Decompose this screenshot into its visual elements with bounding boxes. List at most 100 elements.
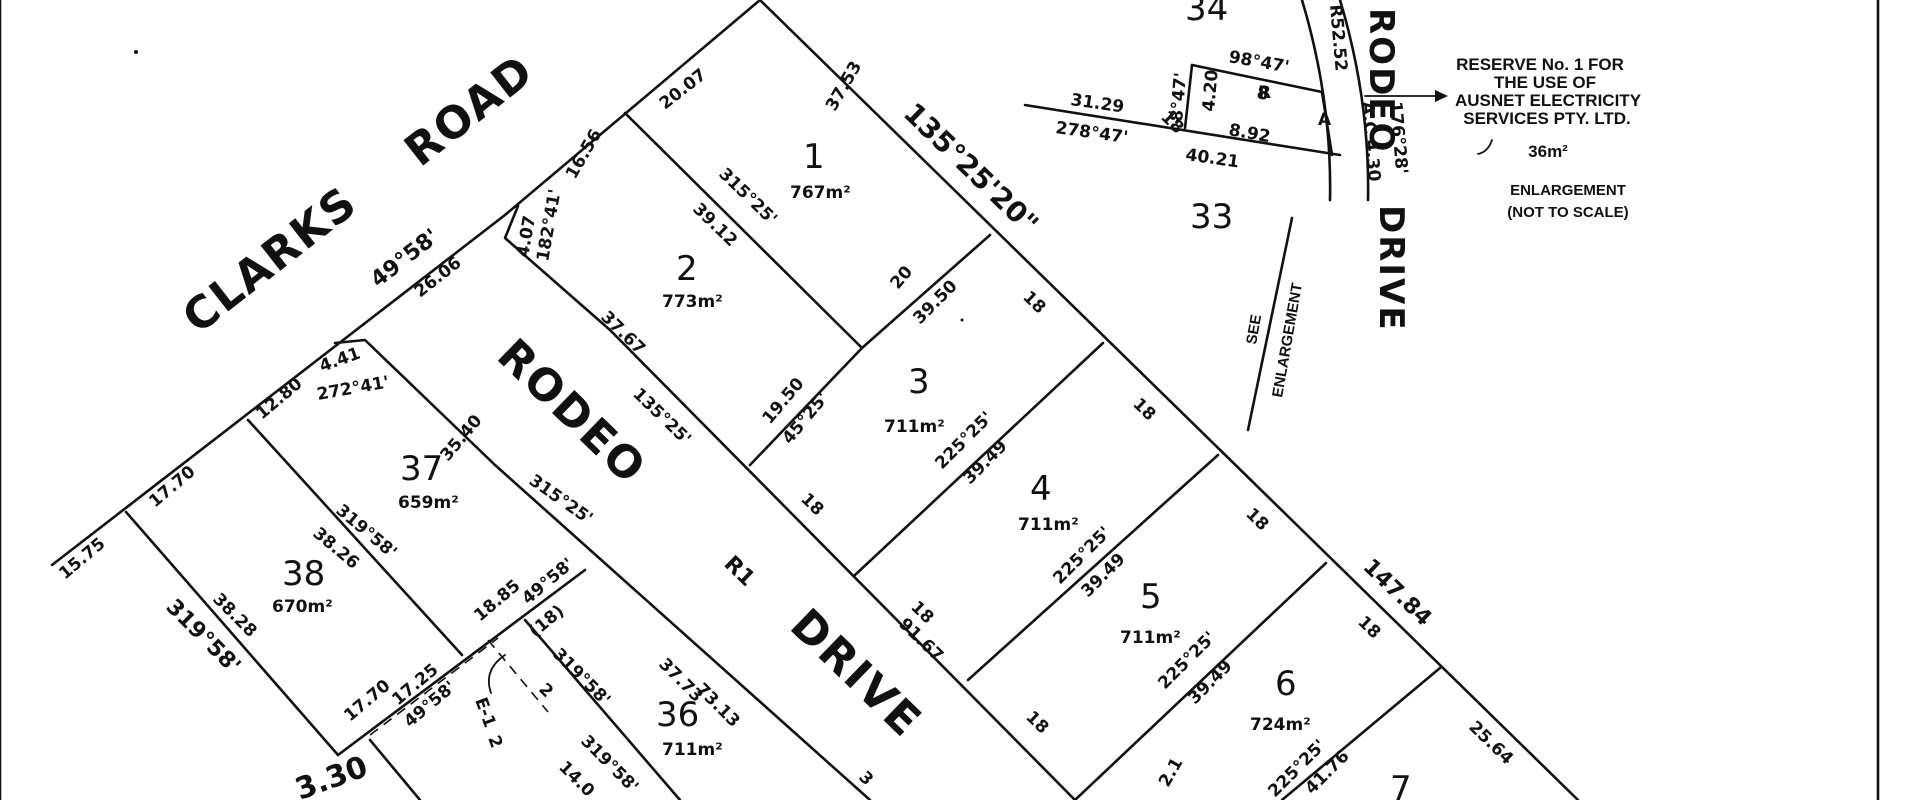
dim-brg-8: 8°47': [1167, 72, 1191, 123]
dim-18-e: 18: [797, 489, 828, 520]
east-boundary: [758, 0, 1580, 800]
dim-lot38-sub-b: E-1: [470, 695, 499, 731]
lot-33-number: 33: [1190, 197, 1233, 237]
dim-18-c: 18: [1242, 504, 1273, 535]
lot-2-number: 2: [676, 249, 698, 289]
inset-rodeo-arc-east: [1338, 0, 1370, 202]
lot-3-area: 711m²: [884, 417, 945, 437]
dim-18-d: 18: [1354, 612, 1385, 643]
road-reserve-label: R1: [719, 551, 760, 591]
dim-18-g: 18: [1022, 707, 1053, 738]
dim-brg-278: 278°47': [1054, 118, 1129, 148]
lot-36-number: 36: [656, 695, 699, 735]
reserve-note-line3: AUSNET ELECTRICITY: [1455, 91, 1642, 110]
scan-speck: [134, 50, 138, 54]
lot-5-area: 711m²: [1120, 628, 1181, 648]
lot-4-area: 711m²: [1018, 515, 1079, 535]
lot-1-3-boundary: [860, 233, 992, 350]
enlargement-scale-note: (NOT TO SCALE): [1507, 204, 1628, 221]
lot-36-area: 711m²: [662, 740, 723, 760]
dim-lot36-front: 18.85: [470, 576, 524, 626]
see-enlargement-line1: SEE: [1243, 313, 1265, 346]
lot-6-number: 6: [1275, 664, 1297, 704]
dim-lot37-trunc: 4.41: [317, 344, 363, 377]
dim-rodeo-top-len: R52.52: [1325, 4, 1351, 72]
inset-reserve-west: [1183, 63, 1194, 130]
lot-5-number: 5: [1140, 577, 1162, 617]
dim-lot2-depth: 37.67: [597, 307, 650, 359]
lot-6-7-boundary: [1280, 666, 1442, 800]
reserve-lot-r-label: R: [1258, 83, 1271, 103]
dim-20: 20: [887, 262, 918, 293]
lot-37-number: 37: [400, 449, 443, 489]
lot-1-number: 1: [803, 137, 825, 177]
dim-lot2-front-b: 16.56: [562, 126, 606, 183]
road-road-label: ROAD: [395, 45, 544, 177]
dim-lot36-f: 14.0: [554, 757, 598, 800]
lot-5-6-boundary: [1073, 561, 1328, 800]
dim-bottom-b: 3: [854, 767, 877, 790]
dim-bottom-a: 3.30: [291, 749, 373, 800]
reserve-lot-a-label: A: [1318, 110, 1332, 130]
road-clarks-label: CLARKS: [173, 177, 367, 344]
dim-len-4021: 40.21: [1184, 145, 1240, 172]
lot-34-number: 34: [1185, 0, 1228, 29]
easement-line-2: [487, 639, 549, 713]
dim-lot7-side: 25.64: [1465, 717, 1518, 769]
road-rodeo-top-label: RODEO: [1361, 8, 1401, 153]
lot-labels: 1 767m² 2 773m² 3 711m² 4 711m² 5 711m² …: [272, 0, 1412, 800]
dim-zoom-8: 8: [1255, 83, 1270, 105]
lot-37-area: 659m²: [398, 493, 459, 513]
dim-lot36-d: 2: [534, 679, 557, 702]
dim-east-low: 2.1: [1155, 754, 1187, 790]
rodeo-drive-north-side: [608, 328, 1077, 800]
dim-lot37-front: 12.80: [252, 374, 306, 424]
reserve-note: RESERVE No. 1 FOR THE USE OF AUSNET ELEC…: [1455, 55, 1642, 221]
reserve-note-area: 36m²: [1528, 142, 1568, 161]
dim-18-b: 18: [1129, 394, 1160, 425]
reserve-tick: [1477, 139, 1493, 155]
see-enlargement-leader: [1246, 216, 1294, 432]
reserve-note-line1: RESERVE No. 1 FOR: [1456, 55, 1624, 74]
lot-6-area: 724m²: [1250, 715, 1311, 735]
lot-36-west-boundary: [523, 618, 682, 800]
lot-35-boundary: [368, 738, 422, 800]
reserve-note-line2: THE USE OF: [1494, 73, 1596, 92]
dim-brg-176: 176°28': [1385, 101, 1411, 175]
lot-38-area: 670m²: [272, 597, 333, 617]
reserve-leader-arrowhead: [1435, 90, 1448, 102]
scan-speck: [960, 318, 964, 322]
rodeo-drive-south-side: [333, 338, 872, 800]
dim-len-892: 8.92: [1227, 120, 1272, 147]
dim-lot36-c: 319°58': [548, 644, 614, 710]
boundary-lines: [50, 0, 1580, 800]
dim-lot36-total: 73.13: [691, 679, 743, 731]
lot-4-number: 4: [1030, 469, 1052, 509]
lot-38-west-boundary: [124, 510, 340, 757]
lot-1-2-boundary: [623, 111, 864, 350]
lot-38-number: 38: [282, 554, 325, 594]
lot-3-number: 3: [908, 362, 930, 402]
rodeo-truncation-north: [503, 204, 612, 332]
lot-2-3-boundary: [748, 346, 864, 467]
dim-18-a: 18: [1019, 287, 1050, 318]
reserve-note-line4: SERVICES PTY. LTD.: [1463, 109, 1631, 128]
inset-rodeo-arc-west: [1300, 0, 1332, 202]
dim-lot37-trunc-brg: 272°41': [315, 373, 390, 405]
inset-lot-33-boundary: [1023, 103, 1342, 157]
easement-line-1: [369, 637, 499, 736]
lot-3-4-boundary: [853, 341, 1105, 577]
clarks-road-boundary: [50, 0, 762, 567]
dim-lot37-depth: 35.40: [437, 411, 487, 465]
dim-len-420: 4.20: [1199, 69, 1223, 113]
lot-38-36-boundary: [336, 568, 587, 757]
enlargement-inset: [1023, 0, 1493, 432]
lot-2-area: 773m²: [662, 292, 723, 312]
lot-37-38-boundary: [246, 418, 464, 657]
road-drive-right-label: DRIVE: [1371, 205, 1411, 332]
lot-4-5-boundary: [966, 453, 1220, 682]
dim-east-bearing: 135°25'20": [897, 96, 1045, 240]
easement-arc: [487, 654, 506, 694]
enlargement-title: ENLARGEMENT: [1510, 182, 1626, 199]
